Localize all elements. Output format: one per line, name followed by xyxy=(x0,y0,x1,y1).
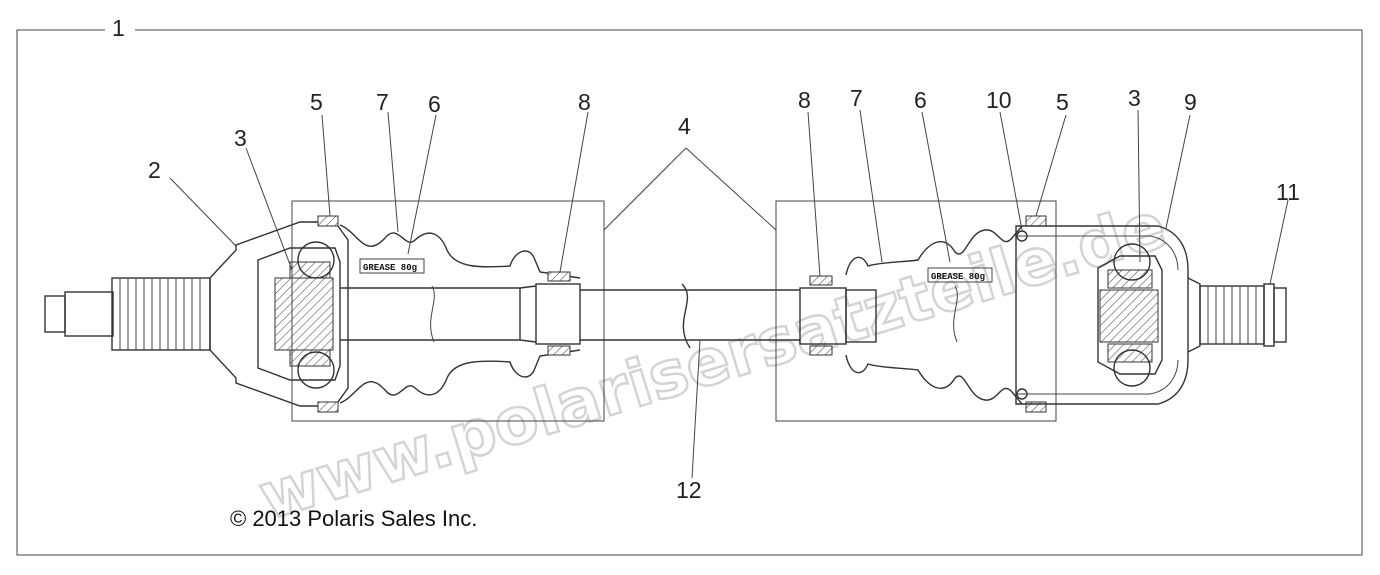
watermark: www.polarisersatzteile.de xyxy=(251,189,1174,535)
left-cv-housing xyxy=(209,221,349,407)
right-ball-bottom xyxy=(1113,349,1151,387)
left-grease-tag xyxy=(359,258,425,274)
right-cv-housing xyxy=(1015,225,1189,405)
callout-1: 1 xyxy=(112,15,125,41)
callout-5-left: 5 xyxy=(310,89,323,115)
main-shaft xyxy=(340,283,958,349)
right-clamp-inner-bottom xyxy=(809,345,833,356)
left-ball-top xyxy=(297,241,335,279)
left-stub-shaft xyxy=(64,291,114,337)
callout-9: 9 xyxy=(1184,89,1197,115)
left-inner-race xyxy=(257,247,341,381)
callout-11: 11 xyxy=(1276,179,1300,205)
callout-3-right: 3 xyxy=(1128,85,1141,111)
right-assembly: GREASE 80g xyxy=(775,200,1287,422)
right-inner-race xyxy=(1097,255,1163,375)
right-grease-tag xyxy=(927,267,993,283)
callout-7-right: 7 xyxy=(850,85,863,111)
left-spider xyxy=(274,277,334,351)
leader-lines xyxy=(169,109,1289,479)
left-boot xyxy=(339,224,581,404)
callout-3-left: 3 xyxy=(234,125,247,151)
right-ball-top xyxy=(1113,243,1151,281)
callout-7-left: 7 xyxy=(376,89,389,115)
callout-2: 2 xyxy=(148,157,161,183)
callout-12: 12 xyxy=(676,477,702,503)
left-ball-bottom xyxy=(297,351,335,389)
left-grease-label: GREASE 80g xyxy=(363,263,417,273)
right-boot-box xyxy=(775,200,1057,422)
left-spline xyxy=(111,277,211,351)
left-clamp-inner-top xyxy=(547,271,571,282)
left-clamp-outer-bottom xyxy=(317,401,339,413)
right-spider xyxy=(1099,289,1159,343)
right-clamp-inner-top xyxy=(809,275,833,286)
left-clamp-outer-top xyxy=(317,215,339,227)
right-boot xyxy=(845,225,1023,405)
left-boot-box xyxy=(291,200,605,422)
copyright-text: © 2013 Polaris Sales Inc. xyxy=(230,506,477,531)
callout-10: 10 xyxy=(986,87,1012,113)
right-snap-ring xyxy=(1263,283,1275,347)
right-clamp-outer-bottom xyxy=(1025,401,1047,413)
left-collar xyxy=(535,283,581,345)
callout-6-right: 6 xyxy=(914,87,927,113)
right-stub-tip xyxy=(1273,287,1287,343)
left-stub-tip xyxy=(44,295,66,333)
outer-frame xyxy=(16,29,1363,556)
right-clamp-outer-top xyxy=(1025,215,1047,227)
left-clamp-inner-bottom xyxy=(547,345,571,356)
right-grease-label: GREASE 80g xyxy=(931,272,985,282)
callout-4: 4 xyxy=(678,113,691,139)
left-assembly: GREASE 80g xyxy=(44,200,605,422)
callout-6-left: 6 xyxy=(428,91,441,117)
callout-8-left: 8 xyxy=(578,89,591,115)
callout-8-right: 8 xyxy=(798,87,811,113)
callout-5-right: 5 xyxy=(1056,89,1069,115)
